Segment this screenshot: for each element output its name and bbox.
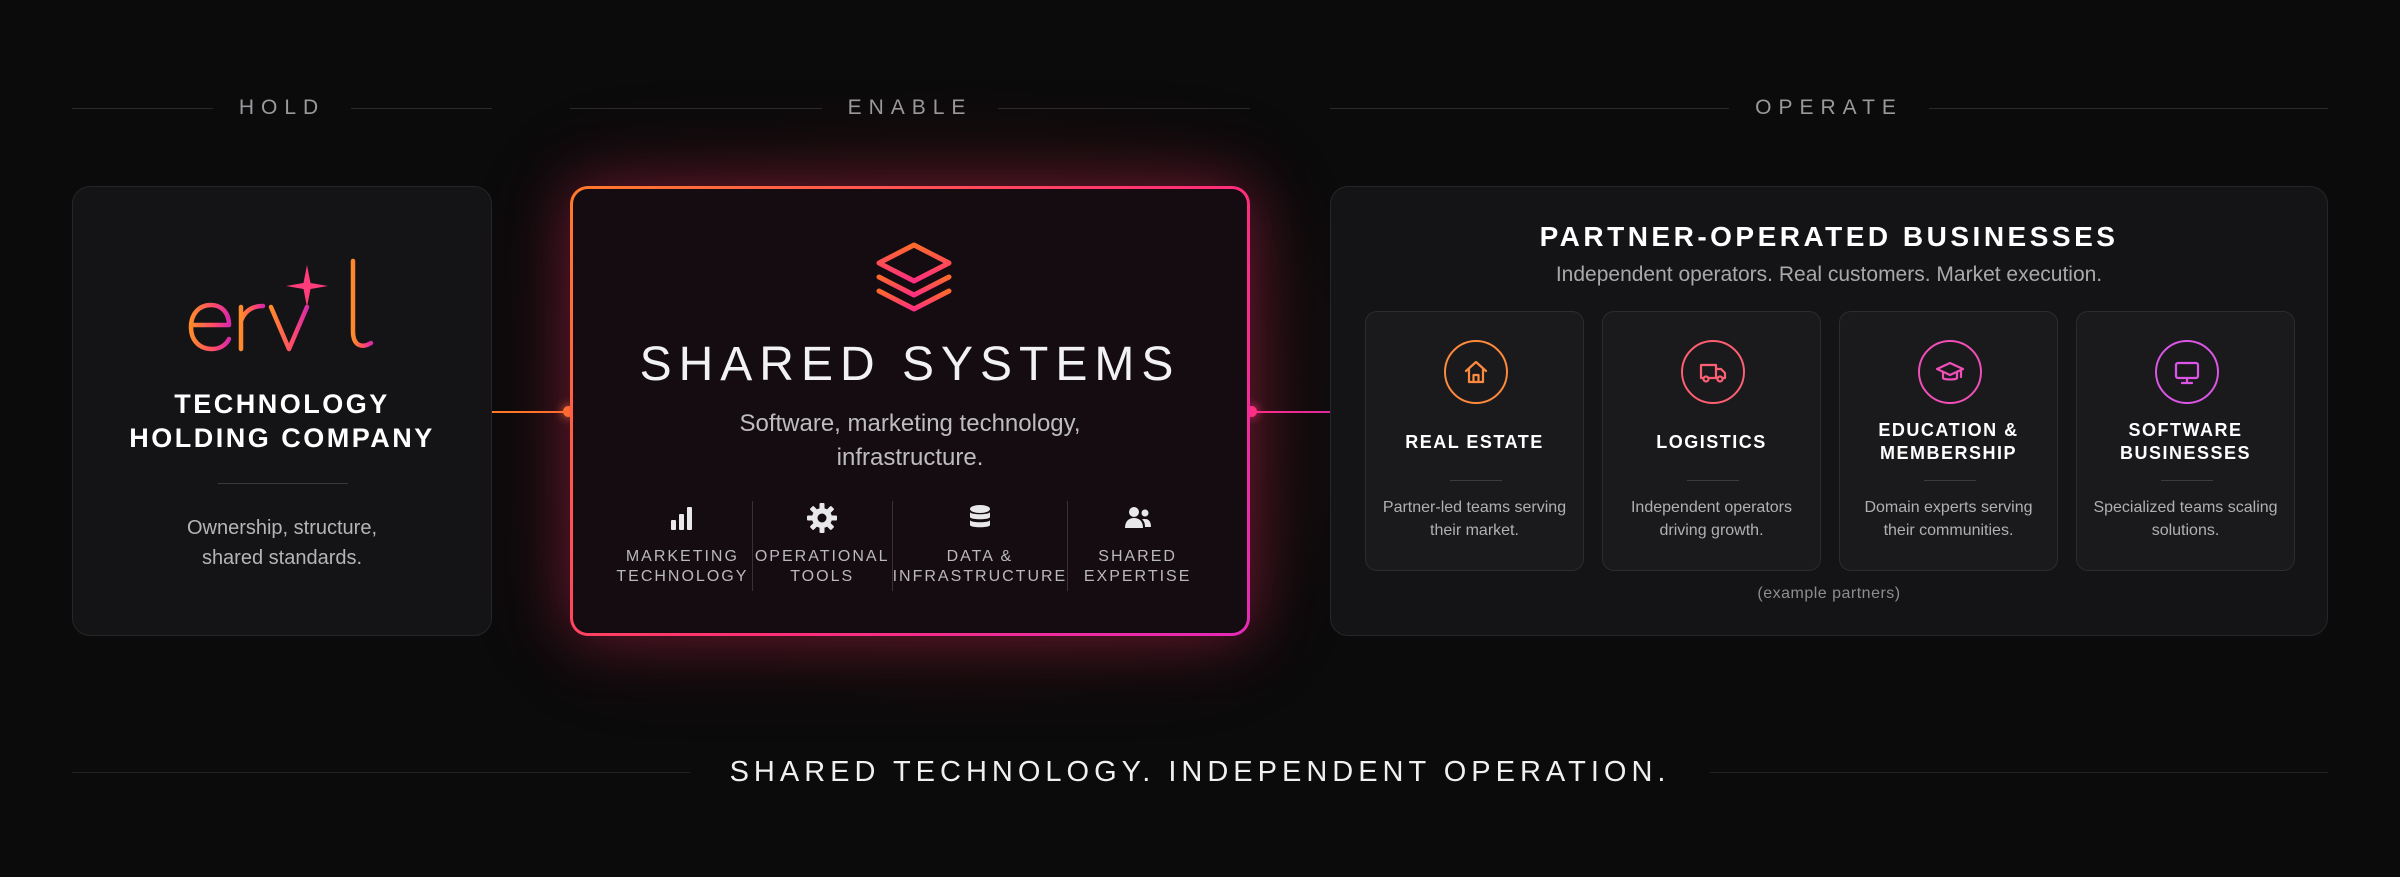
feature-operational-tools: OPERATIONAL TOOLS	[753, 501, 893, 591]
partner-description: Domain experts serving their communities…	[1864, 499, 2033, 539]
partner-card-real-estate: REAL ESTATE Partner-led teams serving th…	[1365, 311, 1584, 571]
hold-divider	[218, 483, 348, 484]
partner-name: EDUCATION &MEMBERSHIP	[1878, 420, 2019, 463]
partner-icon-ring	[2155, 340, 2219, 404]
layers-stack-icon	[876, 242, 952, 312]
partner-divider	[1924, 480, 1976, 481]
partner-list: REAL ESTATE Partner-led teams serving th…	[1365, 311, 2295, 571]
house-icon	[1464, 360, 1488, 384]
partner-description: Partner-led teams serving their market.	[1382, 499, 1567, 539]
feature-row: MARKETING TECHNOLOGY OPERATIONAL TOOLS	[613, 501, 1207, 591]
connector-dot-left	[563, 406, 574, 417]
partner-card-logistics: LOGISTICS Independent operators driving …	[1602, 311, 1821, 571]
enable-subtitle: Software, marketing technology,infrastru…	[739, 410, 1081, 471]
database-icon	[969, 505, 990, 528]
section-header-operate: OPERATE	[1330, 96, 2329, 120]
operate-card: PARTNER-OPERATED BUSINESSES Independent …	[1330, 186, 2328, 636]
graduation-cap-icon	[1935, 361, 1965, 381]
connector-dot-right	[1246, 406, 1257, 417]
partner-divider	[1687, 480, 1739, 481]
hold-description: Ownership, structure,shared standards.	[186, 517, 378, 569]
operate-subtitle: Independent operators. Real customers. M…	[1555, 263, 2103, 286]
partner-icon-ring	[1918, 340, 1982, 404]
feature-label: SHARED EXPERTISE	[1083, 548, 1192, 585]
operate-title: PARTNER-OPERATED BUSINESSES	[1539, 221, 2119, 252]
section-label-hold: HOLD	[238, 96, 326, 119]
partner-name: LOGISTICS	[1656, 431, 1767, 452]
partner-divider	[1450, 480, 1502, 481]
feature-data-infrastructure: DATA & INFRASTRUCTURE	[893, 501, 1069, 591]
partner-divider	[2161, 480, 2213, 481]
partner-icon-ring	[1681, 340, 1745, 404]
users-icon	[1124, 507, 1151, 528]
ervl-logo	[188, 258, 374, 352]
partner-name: REAL ESTATE	[1405, 431, 1544, 452]
feature-label: MARKETING TECHNOLOGY	[616, 548, 749, 585]
partner-card-education-membership: EDUCATION &MEMBERSHIP Domain experts ser…	[1839, 311, 2058, 571]
partner-description: Specialized teams scaling solutions.	[2093, 499, 2278, 539]
feature-label: OPERATIONAL TOOLS	[754, 548, 890, 585]
enable-title: SHARED SYSTEMS	[639, 338, 1181, 391]
section-label-enable: ENABLE	[847, 96, 973, 119]
partner-icon-ring	[1444, 340, 1508, 404]
truck-icon	[1699, 363, 1727, 383]
feature-label: DATA & INFRASTRUCTURE	[892, 548, 1068, 585]
connector-hold-enable	[492, 411, 570, 413]
feature-shared-expertise: SHARED EXPERTISE	[1068, 501, 1207, 591]
enable-card: SHARED SYSTEMS Software, marketing techn…	[570, 186, 1250, 636]
section-header-hold: HOLD	[72, 96, 493, 120]
tagline: SHARED TECHNOLOGY. INDEPENDENT OPERATION…	[729, 756, 1671, 788]
example-partners-note: (example partners)	[1757, 585, 1901, 602]
section-label-operate: OPERATE	[1755, 96, 1903, 119]
section-header-enable: ENABLE	[570, 96, 1250, 120]
connector-enable-operate	[1250, 411, 1330, 413]
gear-icon	[807, 503, 838, 533]
tagline-row: SHARED TECHNOLOGY. INDEPENDENT OPERATION…	[72, 756, 2329, 789]
bar-chart-icon	[671, 507, 693, 530]
monitor-icon	[2174, 361, 2200, 385]
partner-description: Independent operators driving growth.	[1630, 499, 1792, 539]
feature-marketing-technology: MARKETING TECHNOLOGY	[613, 501, 753, 591]
